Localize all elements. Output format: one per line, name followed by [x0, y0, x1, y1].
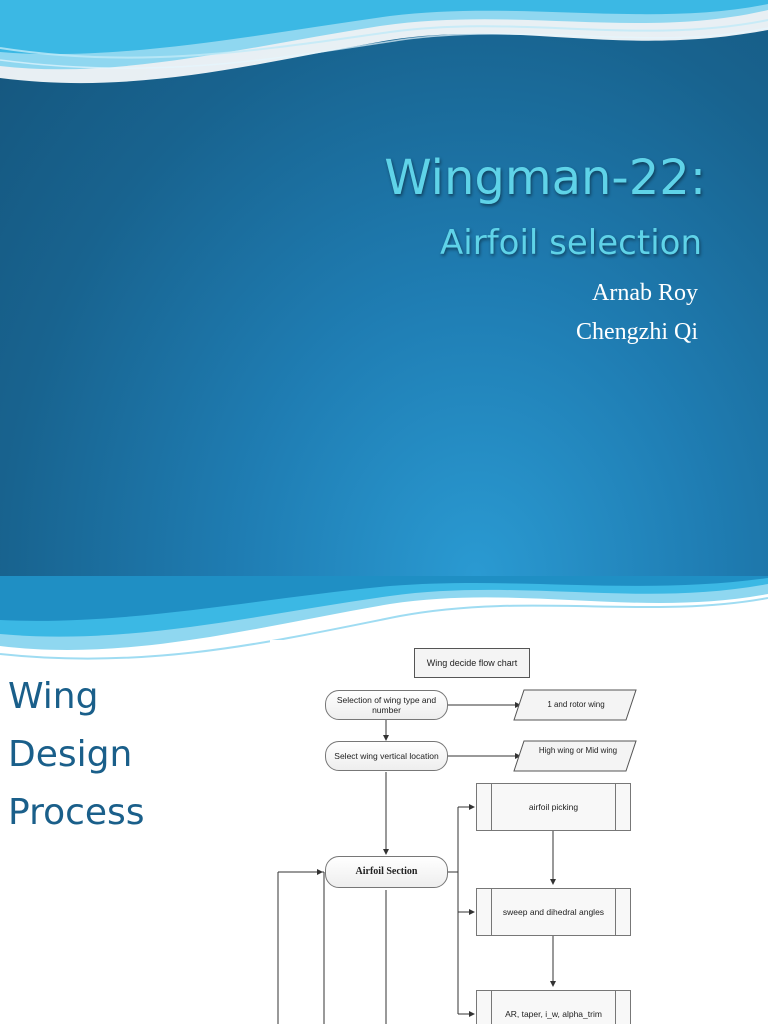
title-slide: Wingman-22: Airfoil selection Arnab Roy …: [0, 0, 768, 576]
output-vertical-location: High wing or Mid wing: [538, 746, 618, 755]
flowchart-header: Wing decide flow chart: [414, 648, 530, 678]
output-wing-type: 1 and rotor wing: [547, 700, 605, 709]
flowchart: Wing decide flow chart Selection of wing…: [270, 640, 768, 1024]
title-line: Process: [8, 792, 145, 833]
sub-label: sweep and dihedral angles: [502, 907, 605, 917]
author-name: Chengzhi Qi: [576, 319, 698, 345]
slide-subtitle: Airfoil selection: [440, 223, 702, 263]
sub-label: AR, taper, i_w, alpha_trim: [505, 1009, 602, 1019]
flowchart-connectors: [277, 648, 637, 1024]
io-shape: [513, 689, 637, 721]
sub-airfoil-picking: airfoil picking: [476, 783, 631, 831]
step-wing-type: Selection of wing type and number: [325, 690, 448, 720]
author-name: Arnab Roy: [592, 280, 698, 306]
slide-title: Wing Design Process: [8, 668, 145, 842]
step-airfoil-section: Airfoil Section: [325, 856, 448, 888]
step-vertical-location: Select wing vertical location: [325, 741, 448, 771]
slide-title: Wingman-22:: [384, 150, 706, 206]
sub-ar-taper: AR, taper, i_w, alpha_trim: [476, 990, 631, 1024]
title-line: Design: [8, 734, 133, 775]
title-line: Wing: [8, 676, 99, 717]
content-slide: Wing Design Process: [0, 576, 768, 1024]
io-shape: [513, 740, 637, 772]
sub-label: airfoil picking: [528, 802, 579, 812]
sub-sweep-dihedral: sweep and dihedral angles: [476, 888, 631, 936]
wave-decoration: [0, 0, 768, 84]
wave-decoration: [0, 576, 768, 660]
